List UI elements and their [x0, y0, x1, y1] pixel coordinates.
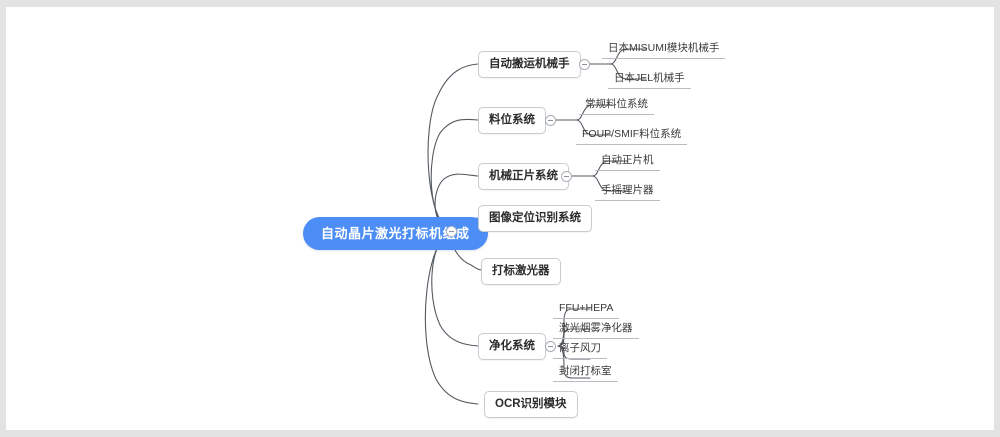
leaf-node-foup-smif-material-level-system[interactable]: FOUP/SMIF料位系统: [576, 125, 688, 145]
leaf-node-ffu-hepa[interactable]: FFU+HEPA: [553, 299, 620, 319]
branch-2-collapse-toggle-icon[interactable]: [545, 115, 556, 126]
branch-node-label: 打标激光器: [492, 265, 550, 277]
leaf-node-label: 封闭打标室: [559, 365, 612, 377]
branch-node-label: 净化系统: [489, 340, 535, 352]
leaf-node-manual-wafer-sorter[interactable]: 手摇理片器: [595, 181, 660, 201]
leaf-node-misumi-module-robot[interactable]: 日本MISUMI模块机械手: [602, 39, 726, 59]
leaf-node-label: 日本MISUMI模块机械手: [608, 42, 720, 54]
branch-node-marking-laser[interactable]: 打标激光器: [481, 258, 561, 285]
leaf-node-label: 自动正片机: [601, 154, 654, 166]
leaf-node-standard-material-level-system[interactable]: 常规料位系统: [579, 95, 654, 115]
branch-node-image-positioning-recognition-system[interactable]: 图像定位识别系统: [478, 205, 592, 232]
leaf-node-ion-air-knife[interactable]: 离子风刀: [553, 339, 607, 359]
branch-node-label: 自动搬运机械手: [489, 58, 570, 70]
leaf-node-label: 手摇理片器: [601, 184, 654, 196]
mindmap-canvas[interactable]: 自动晶片激光打标机组成 自动搬运机械手 日本MISUMI模块机械手 日本JEL机…: [6, 7, 994, 430]
branch-node-mechanical-wafer-system[interactable]: 机械正片系统: [478, 163, 569, 190]
root-node[interactable]: 自动晶片激光打标机组成: [303, 217, 488, 250]
leaf-node-label: 日本JEL机械手: [614, 72, 685, 84]
branch-1-collapse-toggle-icon[interactable]: [579, 59, 590, 70]
leaf-node-label: FOUP/SMIF料位系统: [582, 128, 682, 140]
branch-3-collapse-toggle-icon[interactable]: [561, 171, 572, 182]
branch-6-collapse-toggle-icon[interactable]: [545, 341, 556, 352]
branch-node-material-level-system[interactable]: 料位系统: [478, 107, 546, 134]
branch-node-ocr-recognition-module[interactable]: OCR识别模块: [484, 391, 578, 418]
root-collapse-toggle-icon[interactable]: [446, 226, 457, 237]
leaf-node-label: 离子风刀: [559, 342, 601, 354]
leaf-node-jel-robot[interactable]: 日本JEL机械手: [608, 69, 691, 89]
edge-root-to-branch-1: [427, 63, 479, 232]
leaf-node-label: 常规料位系统: [585, 98, 648, 110]
leaf-node-enclosed-marking-chamber[interactable]: 封闭打标室: [553, 362, 618, 382]
branch-node-label: OCR识别模块: [495, 398, 567, 410]
leaf-node-laser-fume-purifier[interactable]: 激光烟雾净化器: [553, 319, 639, 339]
leaf-node-auto-wafer-machine[interactable]: 自动正片机: [595, 151, 660, 171]
edge-root-to-branch-2: [430, 118, 479, 232]
mindmap-app: 自动晶片激光打标机组成 自动搬运机械手 日本MISUMI模块机械手 日本JEL机…: [6, 7, 994, 430]
leaf-node-label: FFU+HEPA: [559, 302, 614, 314]
branch-node-label: 图像定位识别系统: [489, 212, 581, 224]
edge-root-to-branch-7: [424, 230, 479, 405]
branch-node-purification-system[interactable]: 净化系统: [478, 333, 546, 360]
branch-node-label: 机械正片系统: [489, 170, 558, 182]
leaf-node-label: 激光烟雾净化器: [559, 322, 633, 334]
branch-node-label: 料位系统: [489, 114, 535, 126]
root-node-label: 自动晶片激光打标机组成: [321, 226, 470, 241]
branch-node-auto-transfer-robot[interactable]: 自动搬运机械手: [478, 51, 581, 78]
